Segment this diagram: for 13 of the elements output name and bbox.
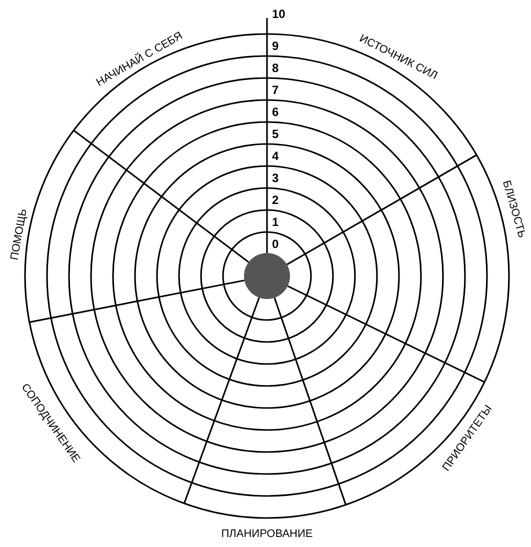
scale-number: 8 xyxy=(272,61,279,75)
scale-number: 9 xyxy=(272,39,279,53)
scale-number: 7 xyxy=(272,83,279,97)
scale-number: 5 xyxy=(272,127,279,141)
scale-number: 6 xyxy=(272,105,279,119)
scale-number: 4 xyxy=(272,149,279,163)
scale-number: 0 xyxy=(272,237,279,251)
scale-number: 1 xyxy=(272,215,279,229)
sector-label: ПЛАНИРОВАНИЕ xyxy=(221,528,313,540)
scale-number: 2 xyxy=(272,193,279,207)
scale-number: 3 xyxy=(272,171,279,185)
scale-number: 10 xyxy=(272,7,286,21)
sector-label: ПОМОЩЬ xyxy=(8,208,30,261)
